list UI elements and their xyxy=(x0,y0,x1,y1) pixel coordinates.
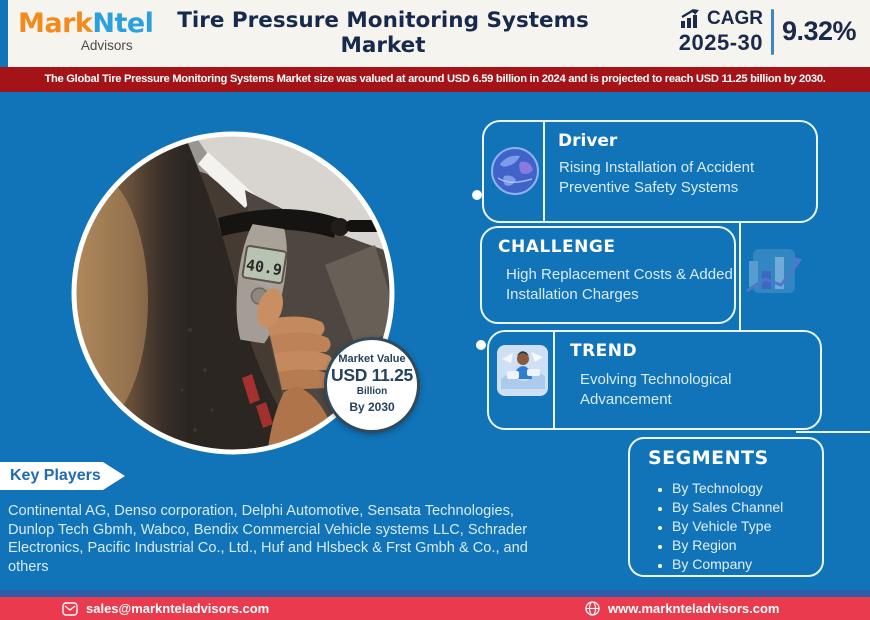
challenge-text: High Replacement Costs & Added Installat… xyxy=(506,266,733,303)
market-value-badge: Market Value USD 11.25 Billion By 2030 xyxy=(324,337,420,433)
cagr-value: 9.32% xyxy=(782,16,857,46)
page-title-line2: Market xyxy=(340,33,426,59)
page-title-line1: Tire Pressure Monitoring Systems xyxy=(177,8,589,33)
person-tech-icon xyxy=(497,345,548,396)
cagr-period: 2025-30 xyxy=(678,30,763,55)
cagr-chart-icon xyxy=(681,9,700,28)
market-value-unit: Billion xyxy=(356,386,388,397)
footer: sales@marknteladvisors.com www.markntela… xyxy=(0,597,870,620)
connector-dot-driver xyxy=(472,190,482,200)
header: MarkNtel Advisors Tire Pressure Monitori… xyxy=(0,0,870,67)
cagr-label: CAGR xyxy=(707,8,763,29)
connector-dot-trend xyxy=(476,340,486,350)
trend-card-divider xyxy=(553,332,555,428)
driver-card-divider xyxy=(543,122,545,221)
market-size-banner: The Global Tire Pressure Monitoring Syst… xyxy=(0,67,870,92)
segment-item: By Vehicle Type xyxy=(672,517,783,536)
key-players-text: Continental AG, Denso corporation, Delph… xyxy=(8,503,528,575)
segment-item: By Company xyxy=(672,555,783,574)
driver-text: Rising Installation of Accident Preventi… xyxy=(559,159,755,196)
challenge-card: CHALLENGE High Replacement Costs & Added… xyxy=(480,226,736,324)
market-value-label: Market Value xyxy=(338,353,406,365)
trend-heading: TREND xyxy=(570,341,638,361)
driver-heading: Driver xyxy=(558,131,618,151)
envelope-icon xyxy=(62,601,78,616)
segment-item: By Sales Channel xyxy=(672,498,783,517)
segments-list: By Technology By Sales Channel By Vehicl… xyxy=(672,479,783,574)
challenge-heading: CHALLENGE xyxy=(498,237,616,257)
globe-icon xyxy=(491,147,539,195)
driver-card: Driver Rising Installation of Accident P… xyxy=(482,120,818,223)
tire-texture xyxy=(180,328,214,432)
market-value-year: By 2030 xyxy=(349,400,395,414)
key-players-banner: Key Players xyxy=(0,462,125,490)
cagr-separator xyxy=(771,9,774,55)
segment-item: By Technology xyxy=(672,479,783,498)
tire-gauge-photo: 40.9 xyxy=(71,131,395,455)
segments-heading: SEGMENTS xyxy=(648,447,769,469)
segment-item: By Region xyxy=(672,536,783,555)
segments-card: SEGMENTS By Technology By Sales Channel … xyxy=(628,437,824,577)
brand-logo-wordmark: MarkNtel xyxy=(18,8,154,39)
header-left-strip xyxy=(0,0,8,67)
footer-email-text: sales@marknteladvisors.com xyxy=(86,601,270,616)
gauge-reading: 40.9 xyxy=(245,256,283,279)
brand-logo[interactable]: MarkNtel Advisors xyxy=(18,8,154,53)
page-title: Tire Pressure Monitoring Systems Market xyxy=(168,8,598,59)
footer-website-link[interactable]: www.marknteladvisors.com xyxy=(585,597,779,620)
footer-divider-strip xyxy=(0,590,870,597)
brand-logo-subtitle: Advisors xyxy=(80,38,133,53)
footer-email-link[interactable]: sales@marknteladvisors.com xyxy=(62,597,269,620)
footer-website-text: www.marknteladvisors.com xyxy=(608,601,780,616)
bar-chart-icon xyxy=(746,249,802,293)
key-players-heading: Key Players xyxy=(10,467,101,484)
market-value-amount: USD 11.25 xyxy=(331,365,413,385)
main-panel: 40.9 Market Value USD 11.25 Billion By 2… xyxy=(0,92,870,590)
cagr-block: CAGR 2025-30 xyxy=(655,8,763,56)
trend-card: TREND Evolving Technological Advancement xyxy=(487,330,822,430)
connector-line-vertical xyxy=(739,223,741,330)
website-globe-icon xyxy=(585,601,600,616)
connector-line-horizontal xyxy=(796,431,870,433)
trend-text: Evolving Technological Advancement xyxy=(580,371,732,408)
tire-red-stripes xyxy=(242,374,273,428)
